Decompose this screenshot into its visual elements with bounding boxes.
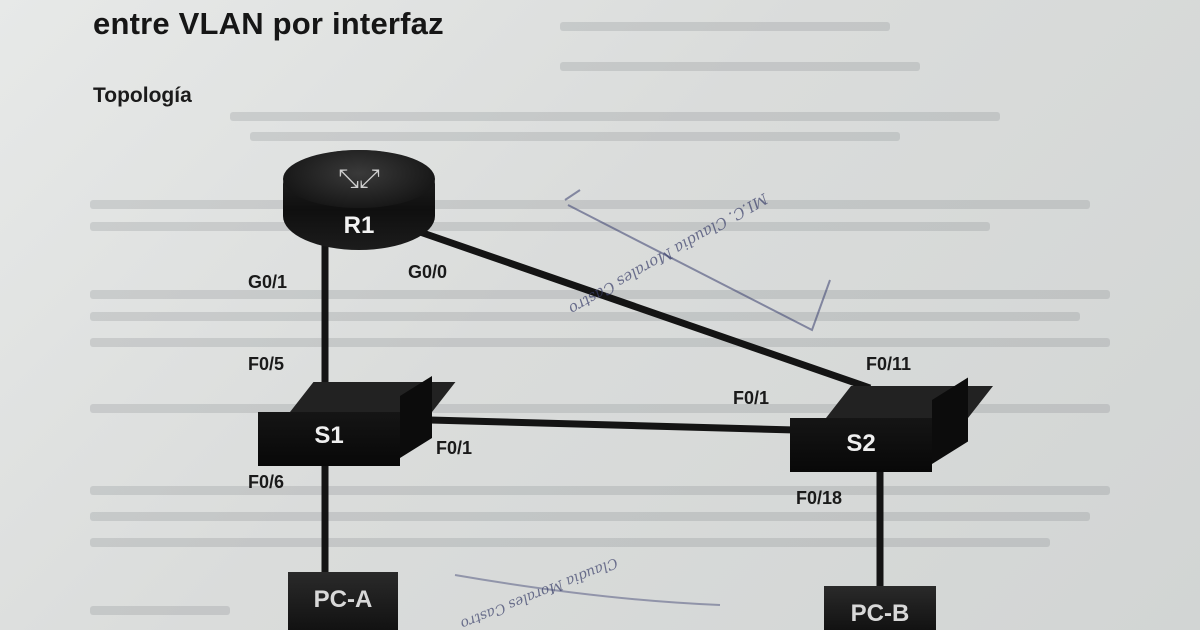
port-label-s2-f018: F0/18 (796, 488, 843, 508)
router-arrows-icon: ⤡⤢ (338, 163, 380, 193)
switch-front (790, 418, 932, 472)
bleed-line (90, 312, 1080, 321)
link-r1-s2 (418, 228, 872, 392)
bleed-line (90, 338, 1110, 347)
port-label-s2-f01: F0/1 (733, 388, 770, 408)
bleed-line (230, 112, 1000, 121)
bleed-line (560, 22, 890, 31)
bleed-line (90, 538, 1050, 547)
bleed-line (90, 486, 1110, 495)
port-label-r1-g01: G0/1 (248, 272, 288, 292)
page-title: entre VLAN por interfaz (93, 6, 444, 41)
port-label-s1-f01: F0/1 (436, 438, 473, 458)
bleed-line (90, 512, 1090, 521)
pc-label: PC-A (313, 586, 373, 613)
switch-label: S2 (846, 430, 876, 457)
bleed-line (90, 200, 1090, 209)
pc-b: PC-B (824, 586, 936, 630)
port-label-s2-f011: F0/11 (866, 354, 912, 374)
bleed-line (560, 62, 920, 71)
pc-a: PC-A (288, 572, 398, 630)
link-s1-s2 (429, 416, 796, 434)
bleed-line (90, 222, 990, 231)
router-r1: ⤡⤢ R1 (283, 150, 435, 250)
router-top (283, 150, 435, 208)
router-label: R1 (343, 212, 375, 239)
pc-label: PC-B (850, 600, 910, 627)
port-label-s1-f06: F0/6 (248, 472, 285, 492)
port-label-r1-g00: G0/0 (408, 262, 448, 282)
bleed-line (90, 606, 230, 615)
section-heading: Topología (93, 84, 192, 107)
switch-s1: S1 (258, 376, 456, 466)
bleed-line (90, 404, 1110, 413)
port-label-s1-f05: F0/5 (248, 354, 285, 374)
switch-label: S1 (314, 422, 344, 449)
switch-s2: S2 (790, 377, 994, 474)
switch-front (258, 412, 400, 466)
bleed-line (250, 132, 900, 141)
